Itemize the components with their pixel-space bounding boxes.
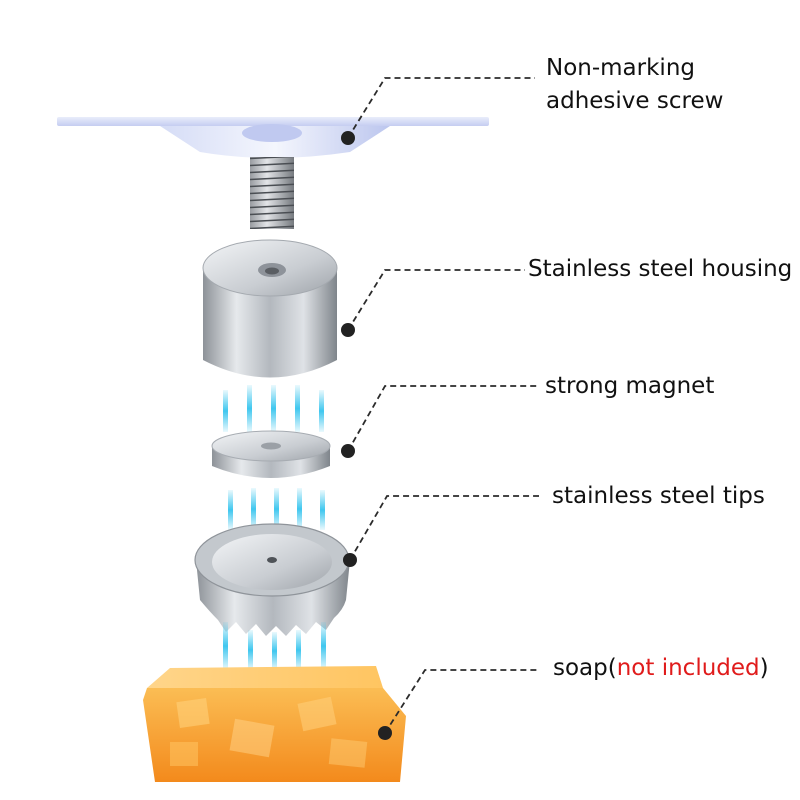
label-soap-note: not included (616, 655, 760, 681)
label-adhesive-line2: adhesive screw (546, 88, 724, 115)
label-adhesive-screw: Non-marking adhesive screw (546, 52, 723, 119)
label-soap: soap(not included) (553, 652, 769, 685)
adhesive-plate (57, 117, 489, 126)
screw-thread (250, 157, 294, 229)
label-soap-close: ) (759, 655, 769, 681)
adhesive-hub (160, 126, 390, 158)
label-steel-housing: Stainless steel housing (528, 256, 793, 282)
label-adhesive-line1: Non-marking (546, 55, 695, 81)
label-steel-tips: stainless steel tips (552, 483, 765, 509)
leader-housing (341, 269, 525, 337)
leader-adhesive (341, 77, 535, 145)
leader-soap (378, 669, 540, 740)
label-strong-magnet: strong magnet (545, 373, 715, 399)
steel-tips (194, 523, 350, 636)
adhesive-hub-center (242, 124, 302, 142)
magnetic-field-middle (228, 488, 325, 530)
magnetic-field-lower (223, 622, 326, 670)
steel-housing (202, 239, 338, 378)
leader-tips (343, 495, 539, 567)
leader-magnet (341, 385, 537, 458)
adhesive-screw-part (57, 117, 489, 229)
magnetic-field-upper (223, 385, 324, 432)
strong-magnet (211, 430, 331, 478)
soap-bar (143, 666, 406, 782)
label-soap-main: soap( (553, 655, 617, 681)
